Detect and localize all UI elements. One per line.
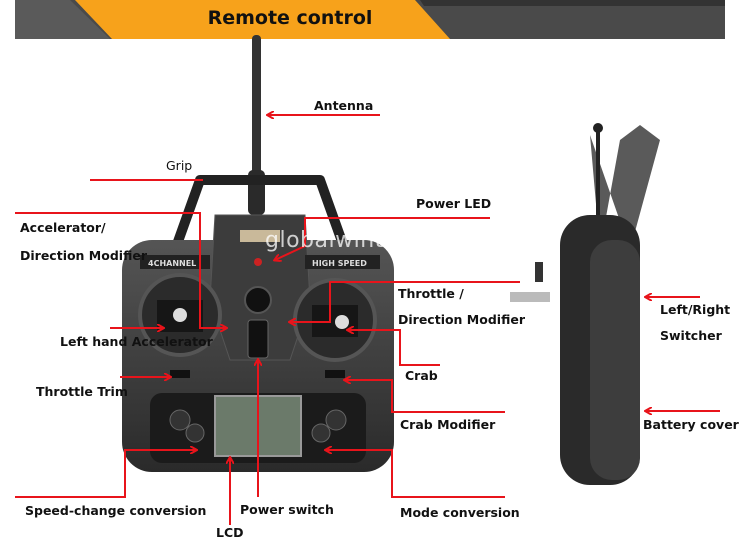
- label-mode-conversion: Mode conversion: [400, 505, 520, 520]
- crab-arrow: [348, 330, 440, 366]
- label-left-hand-accelerator: Left hand Accelerator: [60, 334, 213, 349]
- leader-lines: [15, 115, 720, 525]
- label-grip: Grip: [166, 158, 193, 173]
- label-left-right-1: Left/Right: [660, 302, 731, 317]
- mode-conversion-arrow: [326, 450, 505, 498]
- label-crab-modifier: Crab Modifier: [400, 417, 496, 432]
- transmitter-side: [510, 123, 660, 485]
- label-lcd: LCD: [216, 525, 244, 540]
- speed-change-arrow: [15, 450, 196, 498]
- panel-4channel: 4CHANNEL: [148, 259, 196, 268]
- label-crab: Crab: [405, 368, 438, 383]
- label-throttle-1: Throttle /: [398, 286, 464, 301]
- label-accelerator-2: Direction Modifier: [20, 248, 147, 263]
- header-banner: [15, 0, 725, 39]
- label-throttle-trim: Throttle Trim: [36, 384, 128, 399]
- watermark: globalwintoys.com: [265, 228, 480, 253]
- label-battery-cover: Battery cover: [643, 417, 739, 432]
- throttle-arrow: [290, 281, 520, 322]
- antenna: [248, 35, 265, 215]
- accelerator-arrow: [15, 212, 226, 328]
- crab-modifier-arrow: [345, 380, 505, 413]
- label-left-right-2: Switcher: [660, 328, 722, 343]
- panel-high-speed: HIGH SPEED: [312, 259, 367, 268]
- label-speed-change: Speed-change conversion: [25, 503, 207, 518]
- page-title: Remote control: [207, 7, 373, 29]
- label-power-led: Power LED: [416, 196, 492, 211]
- grip: [170, 175, 350, 252]
- label-throttle-2: Direction Modifier: [398, 312, 525, 327]
- power-led-arrow: [275, 217, 490, 260]
- label-accelerator-1: Accelerator/: [20, 220, 106, 235]
- label-power-switch: Power switch: [240, 502, 334, 517]
- label-antenna: Antenna: [314, 98, 374, 113]
